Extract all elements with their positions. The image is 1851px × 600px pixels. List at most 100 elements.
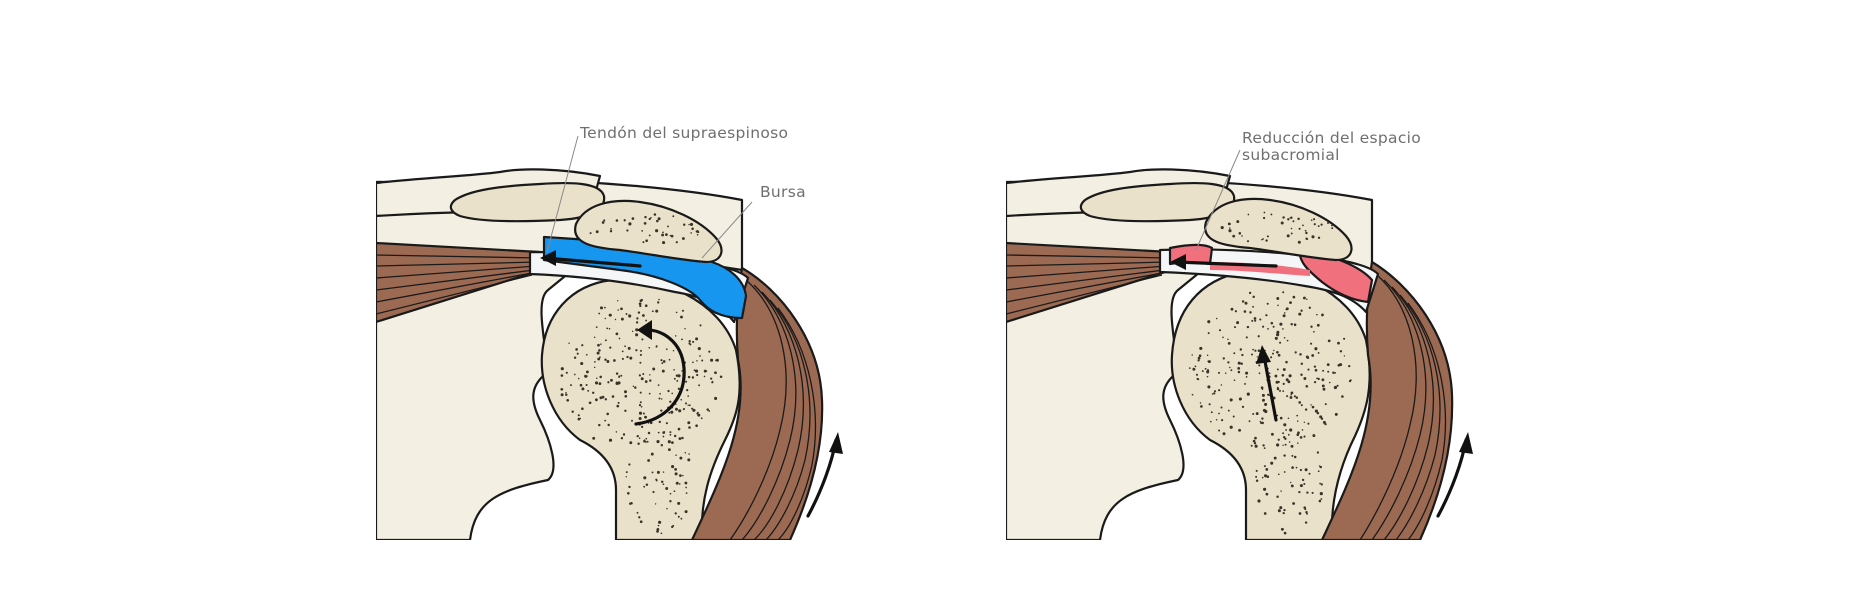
- stipple-dot: [621, 357, 624, 360]
- stipple-dot: [631, 419, 633, 422]
- stipple-dot: [667, 225, 669, 228]
- stipple-dot: [1228, 229, 1232, 233]
- tendon-arrowhead: [540, 250, 556, 266]
- stipple-dot: [1287, 433, 1290, 436]
- stipple-dot: [689, 222, 694, 226]
- stipple-dot: [613, 359, 616, 362]
- stipple-dot: [661, 233, 665, 237]
- stipple-dot: [679, 474, 682, 477]
- stipple-dot: [687, 421, 691, 425]
- stipple-dot: [635, 349, 638, 352]
- stipple-dot: [603, 219, 606, 222]
- stipple-dot: [1250, 353, 1254, 356]
- stipple-dot: [1334, 371, 1337, 374]
- stipple-dot: [1321, 384, 1325, 388]
- stipple-dot: [627, 346, 631, 350]
- tendon-label: Tendón del supraespinoso: [579, 124, 788, 142]
- stipple-dot: [1198, 354, 1202, 357]
- stipple-dot: [1261, 238, 1263, 241]
- stipple-dot: [640, 377, 644, 381]
- stipple-dot: [1324, 422, 1327, 426]
- stipple-dot: [1246, 240, 1250, 243]
- stipple-dot: [1221, 419, 1224, 422]
- impinged-shoulder-panel: [1006, 168, 1473, 540]
- stipple-dot: [667, 448, 671, 452]
- stipple-dot: [1277, 353, 1281, 357]
- stipple-dot: [660, 480, 664, 484]
- stipple-dot: [678, 409, 682, 413]
- stipple-dot: [676, 379, 679, 382]
- stipple-dot: [609, 229, 613, 233]
- stipple-dot: [1283, 508, 1286, 512]
- stipple-dot: [1246, 392, 1250, 396]
- stipple-dot: [1241, 353, 1244, 357]
- stipple-dot: [624, 394, 628, 398]
- stipple-dot: [1244, 382, 1246, 385]
- stipple-dot: [648, 234, 651, 237]
- stipple-dot: [595, 230, 599, 234]
- stipple-dot: [1229, 425, 1233, 429]
- stipple-dot: [1302, 296, 1306, 300]
- stipple-dot: [594, 381, 599, 385]
- stipple-dot: [643, 222, 647, 225]
- stipple-dot: [628, 314, 632, 318]
- stipple-dot: [651, 471, 654, 474]
- stipple-dot: [1222, 336, 1224, 339]
- stipple-dot: [618, 376, 620, 379]
- stipple-dot: [1260, 386, 1264, 390]
- stipple-dot: [1320, 493, 1323, 495]
- stipple-dot: [1255, 412, 1259, 416]
- stipple-dot: [656, 440, 660, 444]
- stipple-dot: [691, 376, 695, 379]
- stipple-dot: [640, 349, 642, 352]
- stipple-dot: [661, 362, 664, 365]
- stipple-dot: [670, 234, 674, 238]
- stipple-dot: [695, 337, 699, 341]
- stipple-dot: [685, 380, 688, 383]
- stipple-dot: [657, 384, 660, 386]
- stipple-dot: [581, 344, 584, 347]
- stipple-dot: [1283, 454, 1286, 457]
- stipple-dot: [1318, 465, 1321, 467]
- stipple-dot: [1277, 304, 1279, 307]
- stipple-dot: [1305, 231, 1308, 235]
- stipple-dot: [1254, 436, 1257, 440]
- stipple-dot: [560, 393, 564, 397]
- stipple-dot: [616, 404, 620, 408]
- stipple-dot: [1265, 492, 1269, 496]
- stipple-dot: [642, 241, 645, 244]
- stipple-dot: [1220, 406, 1223, 409]
- stipple-dot: [639, 391, 642, 394]
- stipple-dot: [1314, 368, 1318, 372]
- stipple-dot: [671, 392, 674, 395]
- stipple-dot: [684, 327, 686, 330]
- stipple-dot: [608, 327, 611, 330]
- stipple-dot: [596, 351, 600, 355]
- stipple-dot: [1279, 341, 1282, 344]
- stipple-dot: [678, 437, 682, 440]
- stipple-dot: [611, 395, 615, 398]
- stipple-dot: [1208, 403, 1211, 406]
- stipple-dot: [1195, 373, 1199, 376]
- supraspinatus-fibers: [376, 254, 541, 315]
- stipple-dot: [708, 410, 711, 412]
- stipple-dot: [1283, 423, 1287, 427]
- stipple-dot: [696, 360, 698, 362]
- stipple-dot: [1288, 374, 1292, 378]
- stipple-dot: [1297, 442, 1299, 444]
- stipple-dot: [629, 441, 633, 445]
- stipple-dot: [1331, 227, 1334, 230]
- stipple-dot: [1224, 372, 1227, 374]
- stipple-dot: [615, 332, 619, 336]
- stipple-dot: [565, 371, 568, 374]
- stipple-dot: [625, 313, 628, 315]
- stipple-dot: [643, 476, 647, 480]
- stipple-dot: [1268, 372, 1271, 375]
- stipple-dot: [632, 385, 635, 388]
- stipple-dot: [1255, 479, 1259, 482]
- stipple-dot: [635, 321, 639, 324]
- stipple-dot: [565, 392, 567, 394]
- stipple-dot: [685, 486, 687, 489]
- stipple-dot: [1207, 332, 1210, 335]
